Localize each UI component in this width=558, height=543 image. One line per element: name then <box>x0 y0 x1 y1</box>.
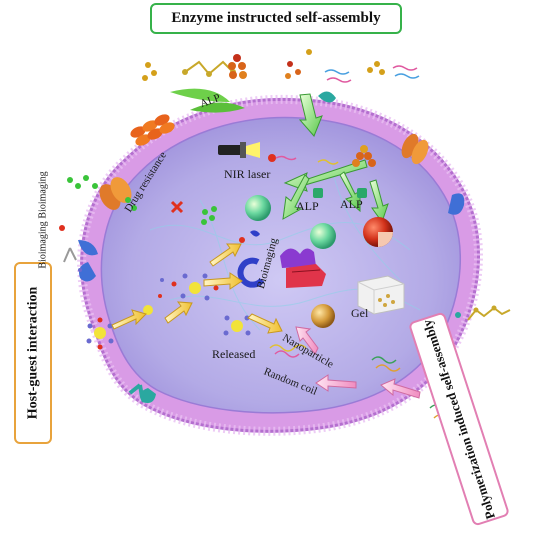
cytoplasm <box>100 116 461 414</box>
membrane-texture <box>77 94 483 436</box>
host-guest-text: Host-guest interaction <box>25 286 40 420</box>
alp-enzymes <box>313 145 376 198</box>
nanoparticle-sphere-2 <box>310 223 336 249</box>
red-hollow-sphere <box>363 217 393 247</box>
external-bioimaging-probe <box>59 225 98 272</box>
gel-cube <box>357 275 405 315</box>
nanoparticle-sphere-1 <box>245 195 271 221</box>
label-bioimaging-left: Bioimaging <box>37 221 49 269</box>
host-guest-box: Host-guest interaction <box>14 262 52 444</box>
pink-arrows <box>295 326 421 399</box>
host-guest-complexes <box>86 273 251 350</box>
label-alp-left: ALP <box>296 199 319 213</box>
cytoskeleton-lines <box>149 159 421 331</box>
label-gel: Gel <box>351 306 369 320</box>
label-bioimaging-outer: Bioimaging <box>37 171 49 219</box>
nir-laser-icon <box>218 142 297 162</box>
orange-aggregate <box>130 114 175 146</box>
title-text: Enzyme instructed self-assembly <box>171 10 381 26</box>
gold-nanoparticle <box>311 304 335 328</box>
title-box: Enzyme instructed self-assembly <box>150 3 402 34</box>
external-molecules-top <box>142 49 420 113</box>
bioimaging-probe <box>237 230 326 288</box>
label-released: Released <box>212 347 256 361</box>
label-nir-laser: NIR laser <box>224 167 271 181</box>
label-alp-right: ALP <box>340 197 363 211</box>
green-arrows <box>282 93 389 224</box>
drug-resistance-markers <box>67 175 217 225</box>
yellow-arrows <box>111 243 283 334</box>
